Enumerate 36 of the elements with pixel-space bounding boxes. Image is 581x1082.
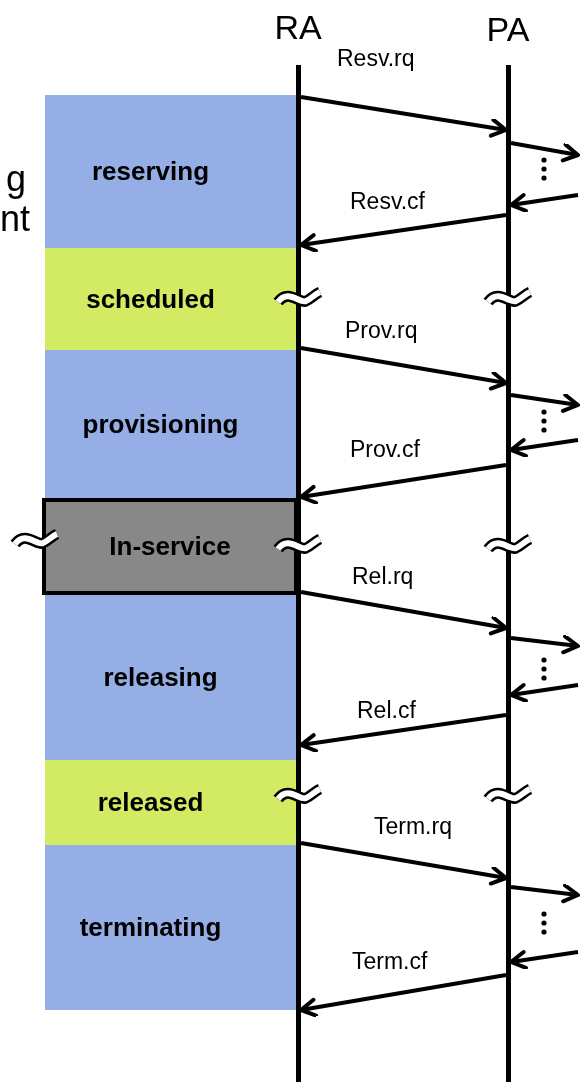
- state-label: releasing: [103, 662, 218, 693]
- state-label: scheduled: [86, 283, 215, 315]
- lifeline-label: RA: [274, 8, 322, 46]
- message-arrow: [510, 393, 580, 413]
- message-arrow: [510, 634, 580, 655]
- lifeline-label: PA: [486, 10, 530, 48]
- message-arrow: [509, 193, 579, 213]
- state-box: [45, 760, 296, 845]
- message-arrow: [510, 141, 580, 163]
- message-arrow: [300, 841, 508, 886]
- message-arrow: [300, 590, 508, 636]
- state-box: [45, 248, 296, 350]
- message-arrow: [300, 95, 508, 138]
- active-state-box: [42, 498, 298, 595]
- message-arrow: [509, 683, 579, 703]
- lifeline: [506, 65, 511, 1082]
- message-arrow: [510, 883, 580, 904]
- state-label: released: [97, 787, 204, 818]
- side-label: nt: [0, 200, 31, 238]
- message-arrow: [299, 713, 507, 753]
- state-box: [45, 595, 296, 760]
- message-arrow: [300, 346, 508, 391]
- message-arrow: [509, 438, 579, 458]
- state-label: In-service: [109, 531, 231, 562]
- state-label: reserving: [91, 156, 210, 187]
- message-arrow: [509, 950, 579, 970]
- message-arrow: [299, 213, 507, 253]
- state-box: [45, 95, 296, 248]
- state-label: terminating: [79, 912, 222, 943]
- side-label: g: [6, 160, 27, 198]
- message-arrow: [299, 973, 507, 1018]
- message-arrow: [299, 463, 507, 505]
- state-box: [45, 350, 296, 498]
- state-box: [45, 845, 296, 1010]
- lifeline: [296, 65, 301, 1082]
- state-label: provisioning: [82, 408, 239, 440]
